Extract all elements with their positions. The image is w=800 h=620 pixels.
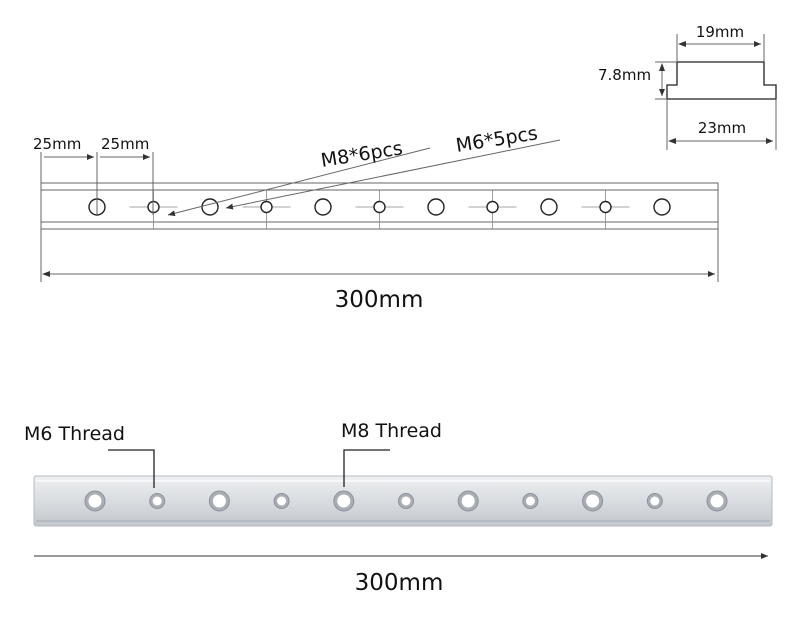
- bottom-width-arrow-left: [668, 138, 676, 144]
- photo-m6-hole: [152, 496, 162, 506]
- m8-thread-label: M8 Thread: [341, 420, 442, 442]
- technical-drawing: 25mm 25mm M8*6pcs M6*5pcs 300mm: [33, 122, 719, 313]
- length-dim-arrow-left: [42, 271, 50, 277]
- m6-callout-leader: [225, 139, 561, 210]
- m8-hole: [314, 198, 332, 216]
- m8-callout-label: M8*6pcs: [319, 137, 404, 172]
- m6-hole: [260, 200, 273, 214]
- drawing-holes: [88, 190, 671, 229]
- m8-hole: [540, 198, 558, 216]
- m6-thread-leader: [108, 449, 155, 488]
- height-label: 7.8mm: [598, 66, 651, 84]
- photo-m6-hole: [650, 496, 660, 506]
- m8-hole: [653, 198, 671, 216]
- top-width-arrow-left: [678, 41, 686, 47]
- photo-m8-hole: [88, 494, 102, 508]
- profile-outline: [666, 61, 777, 100]
- photo-m8-hole: [337, 494, 351, 508]
- bottom-width-label: 23mm: [698, 119, 746, 137]
- photo-m6-hole: [525, 496, 535, 506]
- m6-callout-label: M6*5pcs: [454, 122, 539, 157]
- photo-length-label: 300mm: [355, 570, 444, 596]
- m6-hole: [599, 200, 612, 214]
- m8-hole: [427, 198, 445, 216]
- photo-m6-hole: [401, 496, 411, 506]
- photo-m8-hole: [212, 494, 226, 508]
- length-label: 300mm: [335, 287, 424, 313]
- photo-m6-hole: [277, 496, 287, 506]
- photo-holes: [84, 490, 728, 512]
- m6-hole: [373, 200, 386, 214]
- m8-thread-leader: [343, 449, 390, 487]
- spacing-label-2: 25mm: [101, 135, 149, 153]
- m8-hole: [201, 198, 219, 216]
- top-width-label: 19mm: [696, 23, 744, 41]
- m6-hole: [486, 200, 499, 214]
- photo-m8-hole: [710, 494, 724, 508]
- product-photo: M6 Thread M8 Thread 300mm: [24, 420, 773, 596]
- photo-m8-hole: [461, 494, 475, 508]
- m8-callout-leader: [167, 147, 431, 217]
- profile-cross-section: 19mm 7.8mm 23mm: [598, 23, 777, 150]
- m6-thread-label: M6 Thread: [24, 423, 125, 445]
- photo-m8-hole: [586, 494, 600, 508]
- spacing-label-1: 25mm: [33, 135, 81, 153]
- height-arrow-top: [659, 63, 665, 71]
